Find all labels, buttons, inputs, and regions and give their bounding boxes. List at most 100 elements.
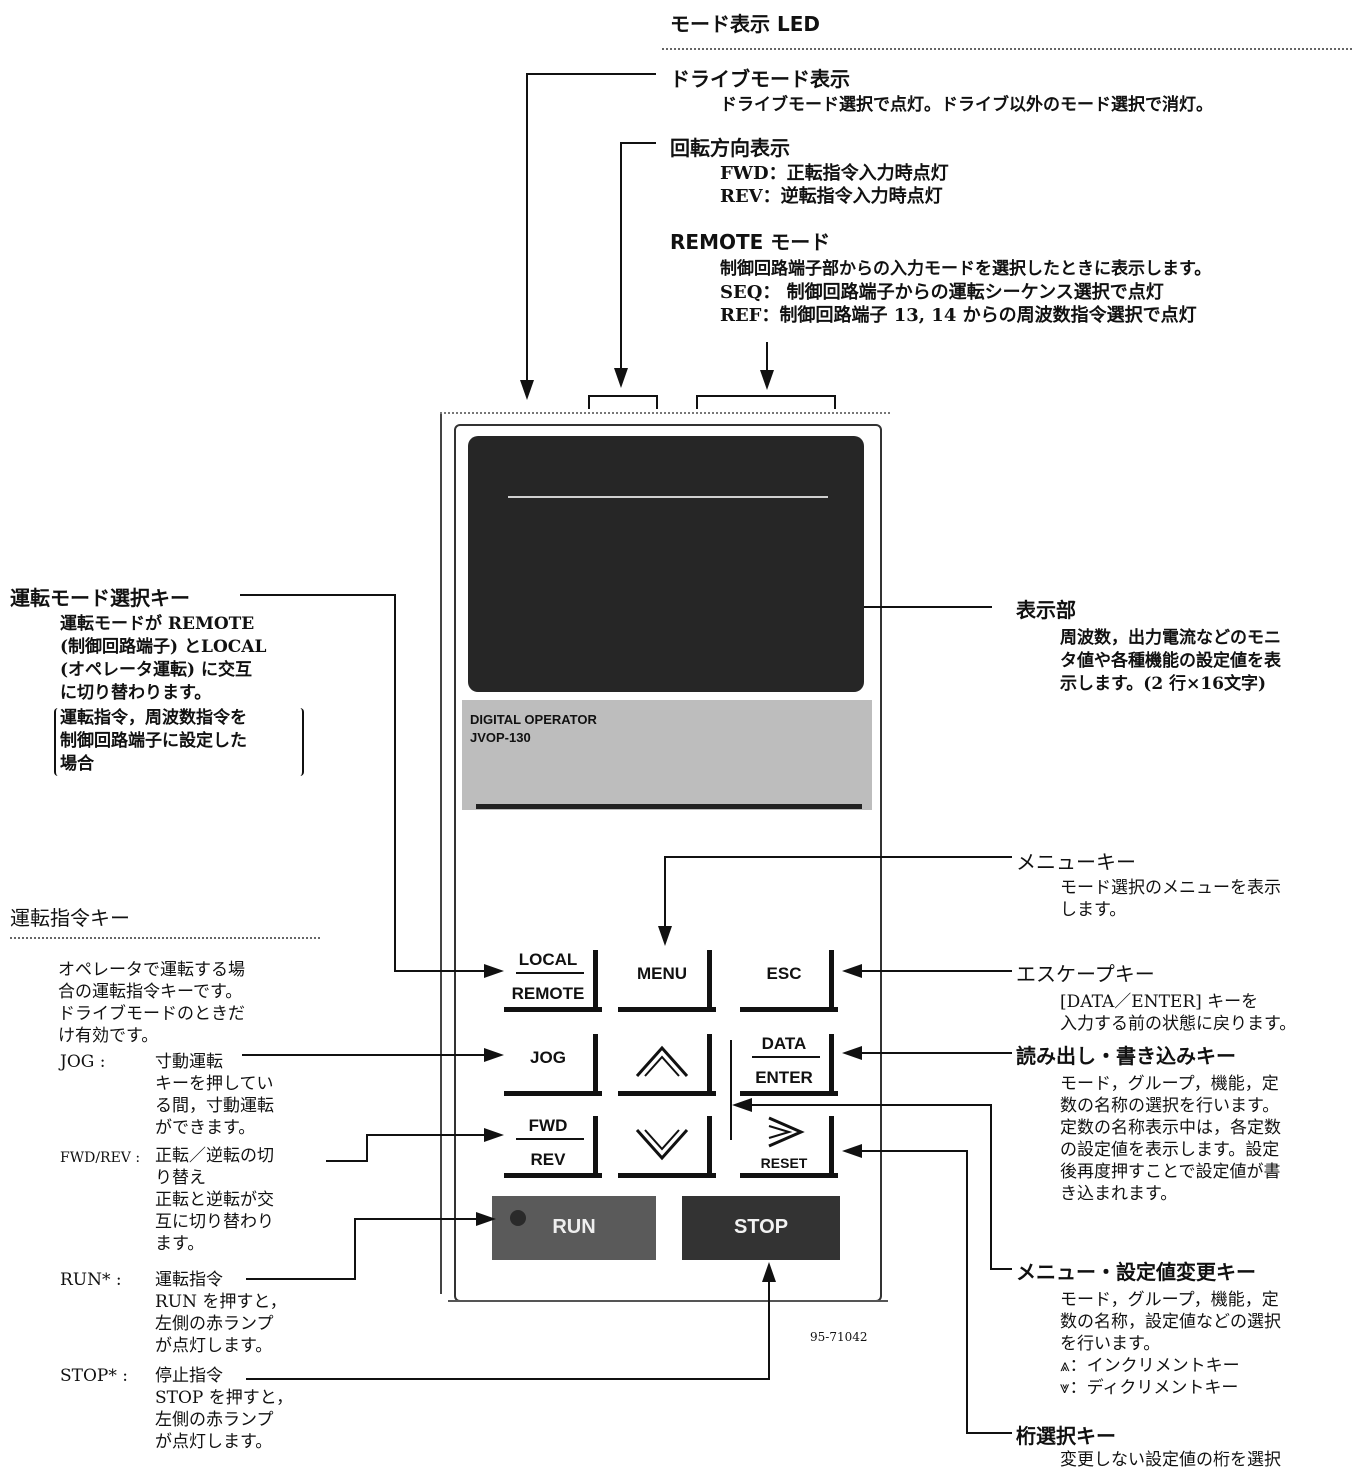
leader-line bbox=[246, 1278, 356, 1280]
leader-line bbox=[240, 594, 396, 596]
leader-line bbox=[990, 1268, 1012, 1270]
rotation-heading: 回転方向表示 bbox=[670, 136, 790, 160]
digit-key-heading: 桁選択キー bbox=[1016, 1424, 1116, 1448]
run-cmd-desc: オペレータで運転する場 bbox=[58, 960, 245, 980]
run-cmd-desc: け有効です。 bbox=[58, 1026, 159, 1046]
local-label: LOCAL bbox=[518, 950, 578, 969]
jog-desc: ができます。 bbox=[155, 1118, 256, 1138]
leader-line bbox=[766, 342, 768, 372]
decrement-button[interactable] bbox=[612, 1110, 716, 1178]
run-cmd-desc: 合の運転指令キーです。 bbox=[58, 982, 243, 1002]
stop-button[interactable]: STOP bbox=[682, 1196, 840, 1260]
change-key-desc: ⩓：インクリメントキー bbox=[1060, 1356, 1240, 1376]
display-heading: 表示部 bbox=[1016, 598, 1076, 622]
display-desc: 周波数，出力電流などのモニ bbox=[1060, 628, 1281, 648]
arrow-head bbox=[658, 926, 672, 946]
divider bbox=[10, 937, 320, 939]
leader-line bbox=[620, 142, 622, 370]
stop-desc: 左側の赤ランプ bbox=[155, 1410, 274, 1430]
fwd-rev-button[interactable]: FWD REV bbox=[498, 1110, 602, 1178]
arrow-head bbox=[842, 1046, 862, 1060]
bracket bbox=[730, 1040, 732, 1140]
esc-button[interactable]: ESC bbox=[734, 944, 838, 1012]
fwdrev-desc: 正転／逆転の切 bbox=[155, 1146, 274, 1166]
jog-button[interactable]: JOG bbox=[498, 1028, 602, 1096]
run-desc: が点灯します。 bbox=[155, 1336, 273, 1356]
arrow-head bbox=[484, 1128, 504, 1142]
brand-label: DIGITAL OPERATOR bbox=[470, 712, 597, 727]
arrow-head bbox=[484, 1048, 504, 1062]
leader-line bbox=[326, 1160, 368, 1162]
menu-key-desc: します。 bbox=[1060, 900, 1127, 920]
remote-desc: 制御回路端子部からの入力モードを選択したときに表示します。 bbox=[720, 259, 1212, 279]
leader-line bbox=[354, 1218, 484, 1220]
bracket bbox=[834, 395, 836, 409]
leader-line bbox=[862, 1052, 1012, 1054]
change-key-desc: ⩔：ディクリメントキー bbox=[1060, 1378, 1239, 1398]
remote-heading: REMOTE モード bbox=[670, 230, 831, 254]
leader-line bbox=[526, 73, 656, 75]
run-desc: 左側の赤ランプ bbox=[155, 1314, 274, 1334]
jog-desc: キーを押してい bbox=[155, 1074, 274, 1094]
increment-button[interactable] bbox=[612, 1028, 716, 1096]
key-divider bbox=[516, 972, 584, 974]
leader-line bbox=[966, 1150, 968, 1434]
bracket bbox=[588, 395, 590, 409]
leader-line bbox=[990, 1104, 992, 1270]
lcd-display bbox=[468, 436, 864, 692]
panel-outer-left bbox=[440, 414, 442, 1294]
data-enter-button[interactable]: DATA ENTER bbox=[734, 1028, 838, 1096]
drive-mode-desc: ドライブモード選択で点灯。ドライブ以外のモード選択で消灯。 bbox=[720, 95, 1213, 115]
leader-line bbox=[862, 1150, 968, 1152]
run-label: RUN* : bbox=[60, 1270, 122, 1290]
leader-line bbox=[354, 1218, 356, 1280]
op-mode-note: 制御回路端子に設定した bbox=[60, 731, 247, 751]
arrow-head bbox=[484, 964, 504, 978]
run-lamp bbox=[510, 1210, 526, 1226]
note-bracket bbox=[54, 708, 304, 776]
leader-line bbox=[242, 1054, 490, 1056]
fwdrev-label: FWD/REV : bbox=[60, 1150, 141, 1166]
run-button[interactable]: RUN bbox=[492, 1196, 656, 1260]
model-label: JVOP-130 bbox=[470, 730, 531, 745]
change-key-desc: モード，グループ，機能，定 bbox=[1060, 1290, 1279, 1310]
op-mode-desc: 運転モードが REMOTE bbox=[60, 614, 255, 634]
lcd-line bbox=[508, 496, 828, 498]
menu-key-desc: モード選択のメニューを表示 bbox=[1060, 878, 1281, 898]
op-mode-desc: に切り替わります。 bbox=[60, 683, 212, 703]
op-mode-desc: (オペレータ運転) に交互 bbox=[60, 660, 253, 680]
rw-key-desc: モード，グループ，機能，定 bbox=[1060, 1074, 1279, 1094]
leader-line bbox=[246, 1378, 770, 1380]
menu-button[interactable]: MENU bbox=[612, 944, 716, 1012]
op-mode-key-heading: 運転モード選択キー bbox=[10, 586, 190, 610]
part-number: 95-71042 bbox=[810, 1330, 868, 1344]
leader-line bbox=[526, 73, 528, 383]
leader-line bbox=[864, 606, 992, 608]
leader-line bbox=[768, 1278, 770, 1380]
fwdrev-desc: 正転と逆転が交 bbox=[155, 1190, 274, 1210]
arrow-head bbox=[520, 380, 534, 400]
run-cmd-key-heading: 運転指令キー bbox=[10, 906, 130, 930]
arrow-head bbox=[762, 1262, 776, 1282]
op-mode-desc: (制御回路端子) とLOCAL bbox=[60, 637, 267, 657]
stop-desc: STOP を押すと， bbox=[155, 1388, 294, 1408]
drive-mode-heading: ドライブモード表示 bbox=[670, 67, 850, 91]
local-remote-button[interactable]: LOCAL REMOTE bbox=[498, 944, 602, 1012]
change-key-desc: を行います。 bbox=[1060, 1334, 1161, 1354]
esc-key-desc: 入力する前の状態に戻ります。 bbox=[1060, 1014, 1297, 1034]
stop-desc: 停止指令 bbox=[155, 1366, 223, 1386]
bracket bbox=[588, 395, 658, 397]
fwdrev-desc: 互に切り替わり bbox=[155, 1212, 274, 1232]
leader-line bbox=[966, 1432, 1012, 1434]
rw-key-heading: 読み出し・書き込みキー bbox=[1016, 1044, 1236, 1068]
remote-label: REMOTE bbox=[511, 984, 585, 1003]
rw-key-desc: 後再度押すことで設定値が書 bbox=[1060, 1162, 1281, 1182]
run-cmd-desc: ドライブモードのときだ bbox=[58, 1004, 245, 1024]
rw-key-desc: き込まれます。 bbox=[1060, 1184, 1178, 1204]
op-mode-note: 場合 bbox=[60, 754, 94, 774]
leader-line bbox=[664, 856, 1012, 858]
reset-button[interactable]: RESET bbox=[734, 1110, 838, 1178]
arrow-head bbox=[614, 368, 628, 388]
jog-desc: る間，寸動運転 bbox=[155, 1096, 274, 1116]
display-desc: タ値や各種機能の設定値を表 bbox=[1060, 651, 1281, 671]
